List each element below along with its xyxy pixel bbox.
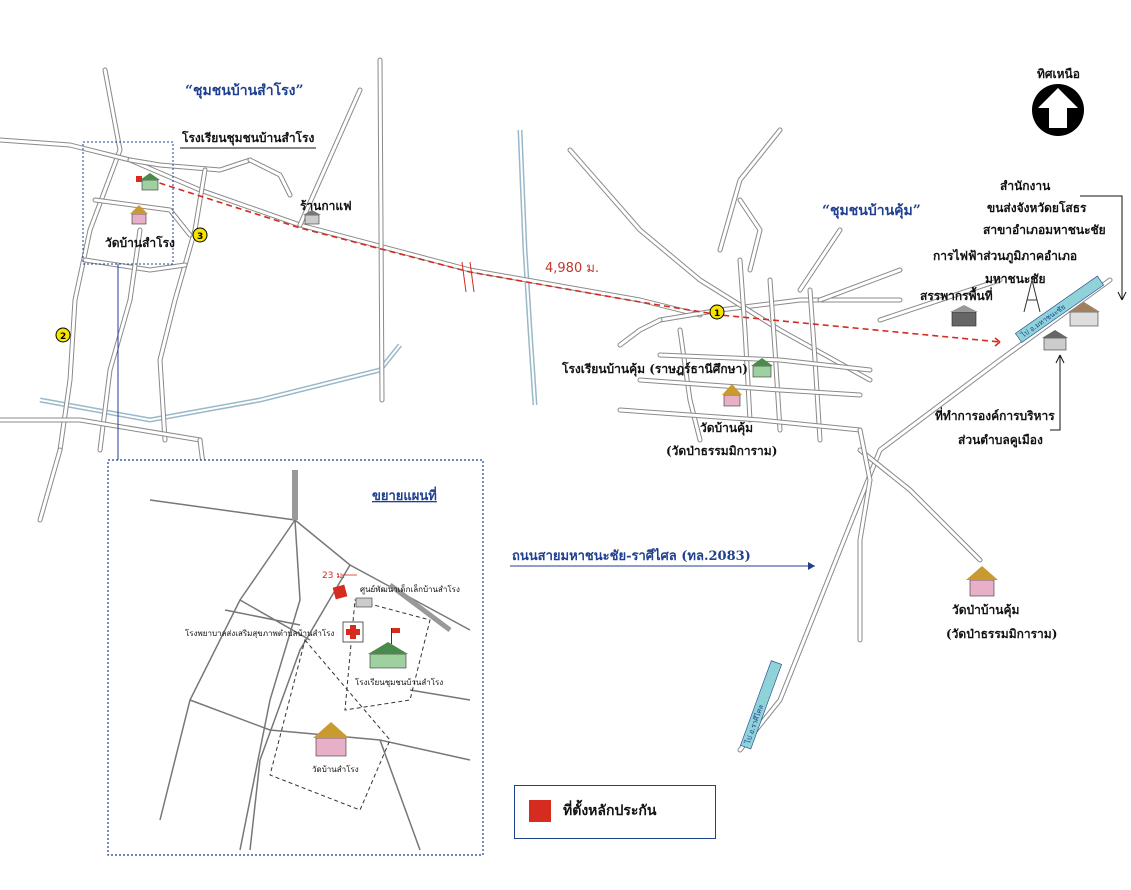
school-khum-icon bbox=[751, 358, 773, 378]
label-electricity-2: มหาชนะชัย bbox=[985, 272, 1046, 286]
label-post-office-3: สาขาอำเภอมหาชนะชัย bbox=[983, 223, 1106, 237]
route-line bbox=[149, 179, 1001, 347]
inset-collateral-marker bbox=[332, 584, 348, 600]
hospital-icon bbox=[342, 621, 364, 643]
inset-label-health: โรงพยาบาลส่งเสริมสุขภาพตำบลบ้านสำโรง bbox=[185, 628, 334, 638]
collateral-marker-small bbox=[136, 176, 142, 182]
label-road-name: ถนนสายมหาชนะชัย-ราศีไศล (ทล.2083) bbox=[512, 547, 751, 564]
inset-roads bbox=[149, 470, 471, 851]
legend: ที่ตั้งหลักประกัน bbox=[514, 785, 716, 839]
label-post-office-1: สำนักงาน bbox=[1000, 179, 1051, 193]
label-post-office-2: ขนส่งจังหวัดยโสธร bbox=[987, 200, 1087, 215]
inset-parcels bbox=[269, 599, 431, 811]
label-tao-1: ที่ทำการองค์การบริหาร bbox=[935, 407, 1055, 423]
inset-label-wat: วัดบ้านสำโรง bbox=[312, 764, 359, 774]
label-school-khum: โรงเรียนบ้านคุ้ม (ราษฎร์ธานีศึกษา) bbox=[561, 361, 748, 377]
temple-icon bbox=[130, 205, 148, 225]
label-wat-pa-khum-1: วัดป่าบ้านคุ้ม bbox=[952, 603, 1019, 618]
temple-khum-icon bbox=[722, 384, 742, 407]
label-community-khum: “ชุมชนบ้านคุ้ม” bbox=[822, 203, 921, 219]
power-tower-icon bbox=[1023, 279, 1041, 313]
label-cafe: ร้านกาแฟ bbox=[300, 199, 352, 213]
inset-title: ขยายแผนที่ bbox=[372, 486, 437, 504]
tao-icon bbox=[1042, 330, 1068, 351]
inset-distance: 23 ม. bbox=[322, 571, 345, 581]
inset-map: ขยายแผนที่ 23 ม. ศูนย์พัฒนาเด็กเล็กบ้านส… bbox=[107, 459, 484, 856]
label-agriculture: สรรพากรพื้นที่ bbox=[920, 286, 993, 303]
label-wat-khum-2: (วัดป่าธรรมมิการาม) bbox=[666, 444, 777, 458]
svg-text:3: 3 bbox=[197, 232, 203, 242]
school-icon bbox=[140, 173, 160, 191]
label-tao-2: ส่วนตำบลคูเมือง bbox=[958, 433, 1043, 448]
inset-temple-icon bbox=[313, 722, 349, 757]
government-icon bbox=[1068, 302, 1100, 327]
inset-label-center: ศูนย์พัฒนาเด็กเล็กบ้านสำโรง bbox=[360, 584, 460, 595]
label-school-samrong: โรงเรียนชุมชนบ้านสำโรง bbox=[181, 130, 314, 146]
rivers bbox=[39, 129, 538, 423]
north-arrow-icon: ทิศเหนือ bbox=[1032, 67, 1084, 136]
roads-samrong bbox=[0, 57, 703, 523]
legend-label: ที่ตั้งหลักประกัน bbox=[563, 803, 657, 819]
marker-3: 3 bbox=[192, 227, 208, 243]
inset-center-icon bbox=[355, 597, 373, 608]
distance-label: 4,980 ม. bbox=[545, 261, 599, 276]
cafe-icon bbox=[303, 210, 321, 225]
label-electricity-1: การไฟฟ้าส่วนภูมิภาคอำเภอ bbox=[933, 248, 1077, 264]
inset-school-icon bbox=[368, 628, 408, 669]
inset-frame-small bbox=[82, 141, 174, 460]
legend-swatch bbox=[529, 800, 551, 822]
label-community-samrong: “ชุมชนบ้านสำโรง” bbox=[185, 81, 304, 99]
building-icon bbox=[950, 305, 978, 327]
svg-text:1: 1 bbox=[714, 309, 720, 319]
svg-text:2: 2 bbox=[60, 332, 66, 342]
svg-text:ทิศเหนือ: ทิศเหนือ bbox=[1037, 67, 1080, 81]
label-wat-samrong: วัดบ้านสำโรง bbox=[105, 235, 175, 250]
label-wat-khum-1: วัดบ้านคุ้ม bbox=[700, 421, 753, 436]
marker-2: 2 bbox=[55, 327, 71, 343]
inset-label-school: โรงเรียนชุมชนบ้านสำโรง bbox=[355, 677, 443, 687]
roads-khum bbox=[567, 127, 1113, 753]
temple-pa-khum-icon bbox=[966, 566, 998, 597]
label-wat-pa-khum-2: (วัดป่าธรรมมิการาม) bbox=[946, 627, 1057, 641]
marker-1: 1 bbox=[709, 304, 725, 320]
